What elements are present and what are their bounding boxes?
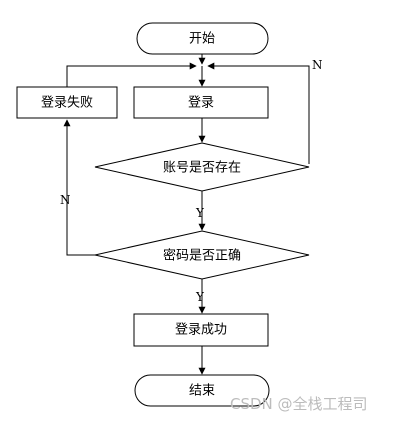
label-password-no: N — [60, 193, 71, 207]
login-success-label: 登录成功 — [175, 323, 227, 338]
label-account-yes: Y — [195, 206, 205, 220]
login-failed-shape — [16, 86, 118, 119]
password-correct-decision: 密码是否正确 — [94, 230, 310, 280]
edge-failed-loop-top — [66, 62, 197, 87]
login-success-node: 登录成功 — [133, 313, 269, 347]
label-password-yes: Y — [195, 290, 205, 304]
login-shape — [133, 86, 269, 119]
login-node: 登录 — [133, 86, 269, 119]
account-exists-decision: 账号是否存在 — [94, 142, 310, 192]
account-exists-label: 账号是否存在 — [163, 161, 241, 176]
end-label: 结束 — [189, 384, 215, 399]
csdn-watermark: CSDN @全栈工程司 — [230, 395, 368, 413]
end-shape — [134, 374, 270, 407]
login-failed-node: 登录失败 — [16, 86, 118, 119]
login-failed-label: 登录失败 — [41, 96, 93, 111]
password-correct-label: 密码是否正确 — [163, 248, 241, 264]
label-account-no: N — [312, 58, 323, 72]
login-success-shape — [133, 313, 269, 347]
login-label: 登录 — [188, 96, 214, 111]
end-node: 结束 — [134, 374, 270, 407]
start-node: 开始 — [136, 22, 269, 55]
edge-account-no-loop — [207, 62, 310, 164]
edge-password-no — [63, 119, 95, 256]
start-label: 开始 — [189, 32, 215, 47]
